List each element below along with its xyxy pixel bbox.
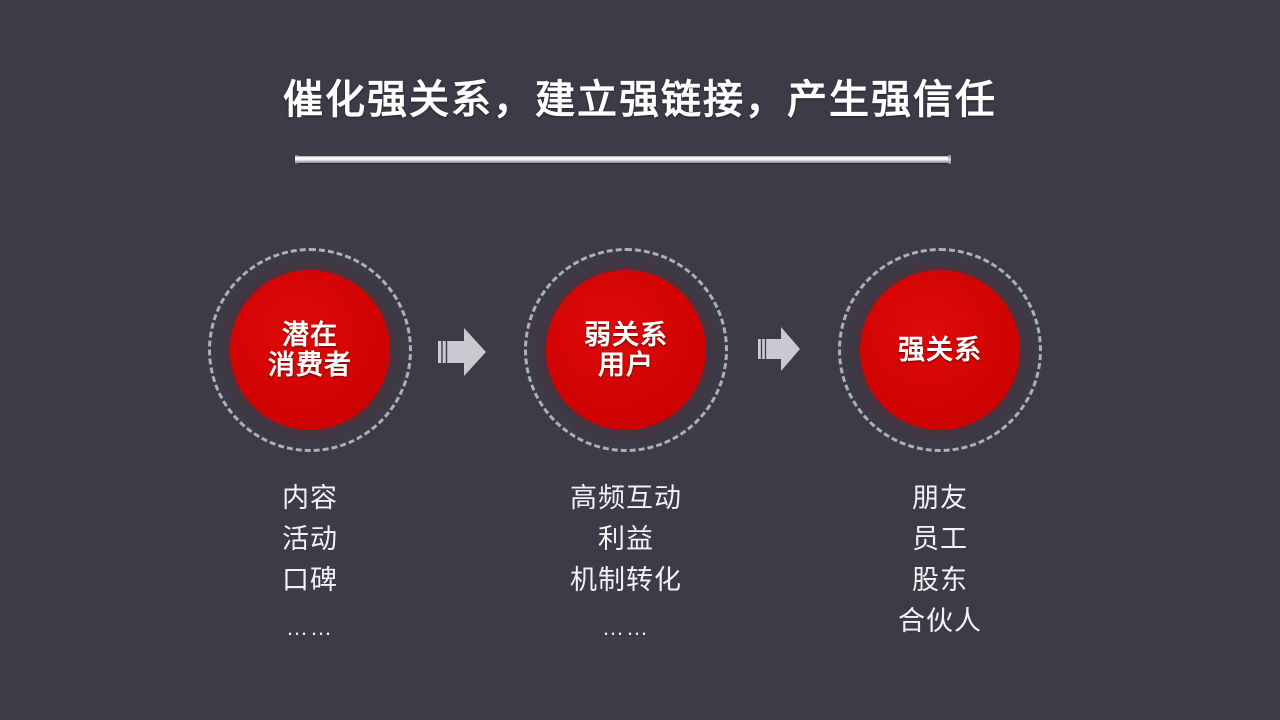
caption-column-potential-consumer: 内容 活动 口碑 …… bbox=[210, 478, 410, 648]
node-disc: 弱关系 用户 bbox=[546, 270, 706, 430]
caption-line: 高频互动 bbox=[570, 483, 682, 513]
divider-cap-right bbox=[948, 155, 951, 164]
page-title: 催化强关系，建立强链接，产生强信任 bbox=[283, 78, 997, 122]
flow-node-label: 弱关系 用户 bbox=[584, 319, 668, 380]
title-divider bbox=[295, 155, 951, 164]
caption-column-strong-tie: 朋友 员工 股东 合伙人 bbox=[840, 478, 1040, 642]
caption-line: 口碑 bbox=[282, 565, 338, 595]
caption-line: 股东 bbox=[912, 565, 968, 595]
dashed-ring-icon bbox=[208, 248, 412, 452]
dashed-ring-icon bbox=[838, 248, 1042, 452]
caption-line: 合伙人 bbox=[898, 606, 982, 636]
divider-bar bbox=[295, 156, 951, 163]
caption-ellipsis: …… bbox=[602, 615, 650, 640]
dashed-ring-icon bbox=[524, 248, 728, 452]
flow-node-label: 强关系 bbox=[898, 334, 982, 365]
arrow-right-icon-2 bbox=[756, 324, 802, 374]
node-disc: 强关系 bbox=[860, 270, 1020, 430]
caption-line: 员工 bbox=[912, 524, 968, 554]
caption-lists: 内容 活动 口碑 …… 高频互动 利益 机制转化 …… 朋友 员工 股东 合伙人 bbox=[0, 478, 1280, 658]
caption-ellipsis: …… bbox=[286, 615, 334, 640]
caption-line: 活动 bbox=[282, 524, 338, 554]
flow-node-potential-consumer[interactable]: 潜在 消费者 bbox=[208, 248, 412, 452]
arrow-right-icon-1 bbox=[436, 324, 488, 380]
flow-node-strong-tie[interactable]: 强关系 bbox=[838, 248, 1042, 452]
caption-line: 利益 bbox=[598, 524, 654, 554]
node-disc: 潜在 消费者 bbox=[230, 270, 390, 430]
flow-node-label: 潜在 消费者 bbox=[268, 319, 352, 380]
caption-line: 机制转化 bbox=[570, 565, 682, 595]
caption-line: 内容 bbox=[282, 483, 338, 513]
caption-line: 朋友 bbox=[912, 483, 968, 513]
flow-node-weak-tie-user[interactable]: 弱关系 用户 bbox=[524, 248, 728, 452]
caption-column-weak-tie-user: 高频互动 利益 机制转化 …… bbox=[524, 478, 728, 648]
